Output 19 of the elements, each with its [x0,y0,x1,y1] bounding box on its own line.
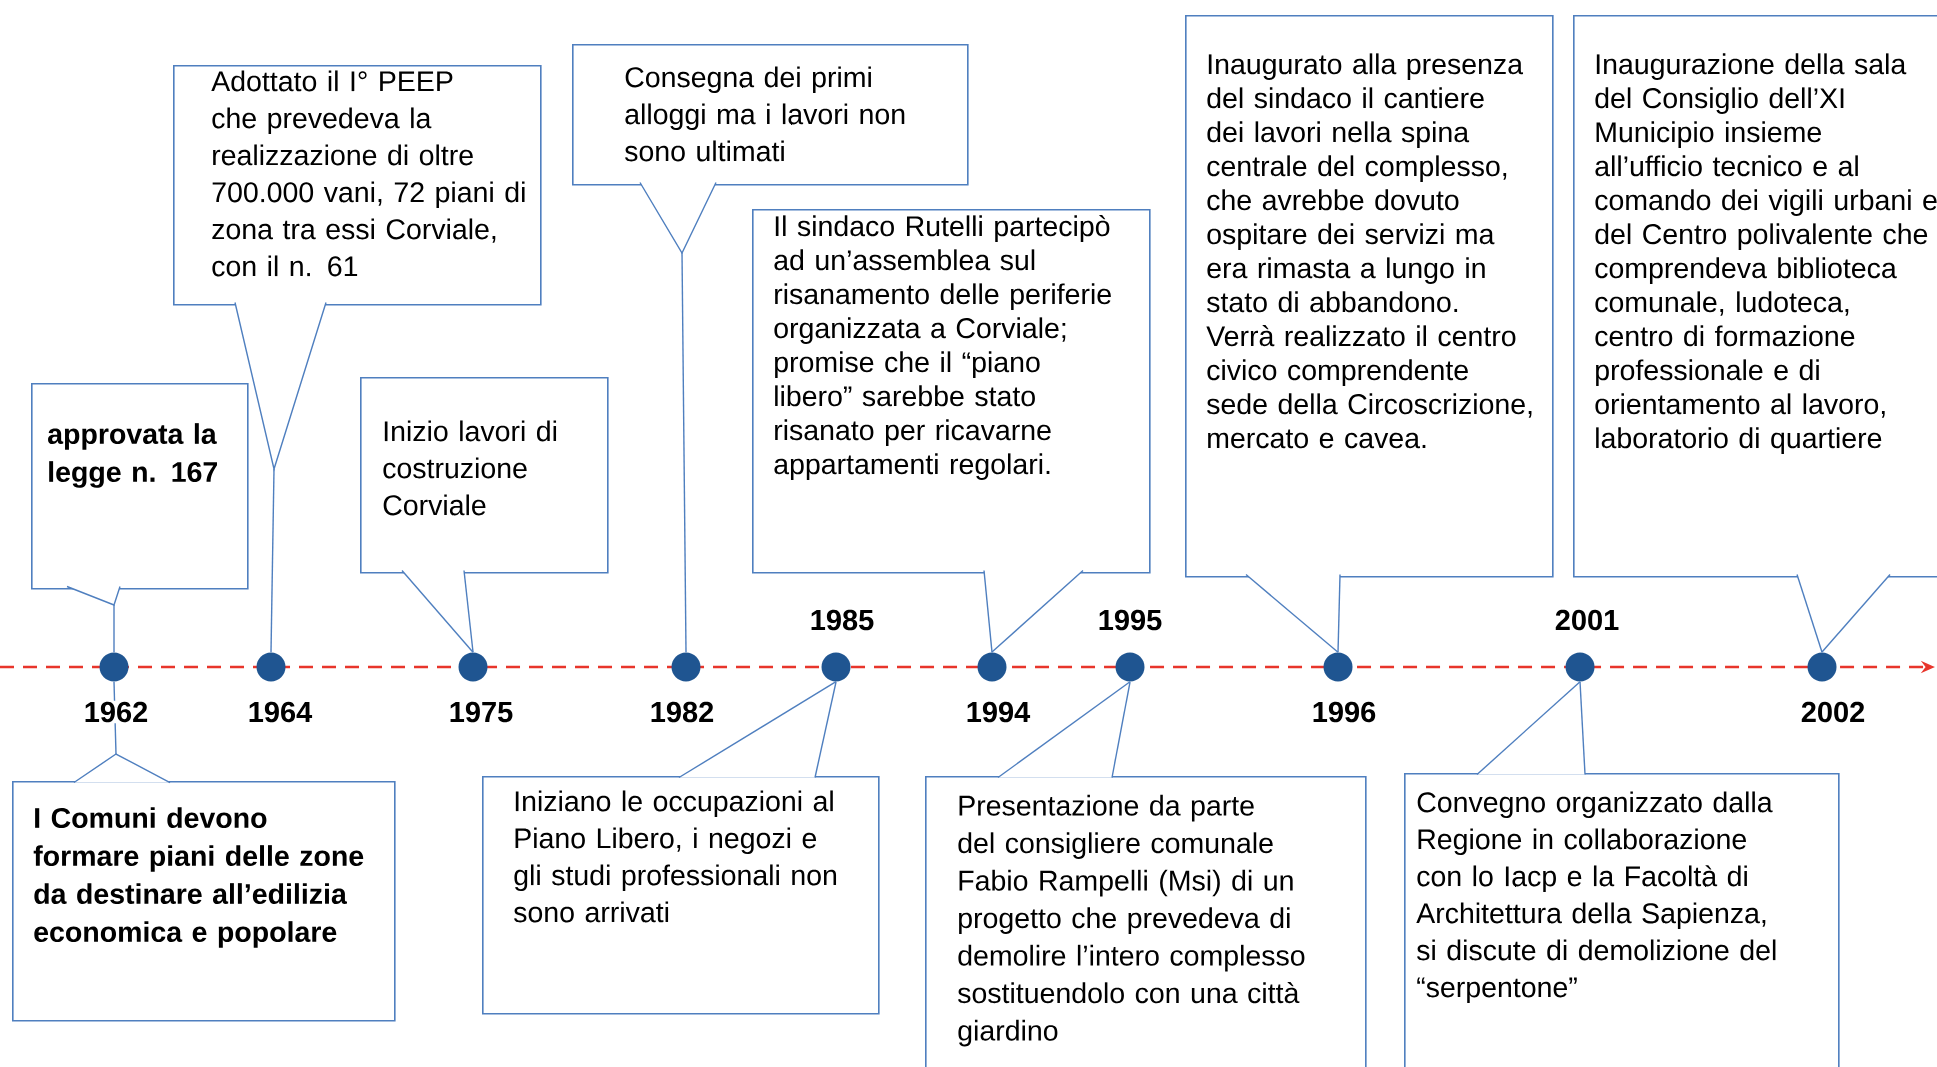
timeline-dot [977,652,1007,682]
timeline-dot [256,652,286,682]
timeline-dot [99,652,129,682]
timeline-dot [1807,652,1837,682]
callout-box: approvata la legge n. 167 [31,383,249,606]
timeline-dot [671,652,701,682]
timeline-dot [1565,652,1595,682]
year-label: 1982 [648,700,716,724]
year-label: 1964 [246,700,314,724]
year-label: 1962 [82,700,150,724]
timeline-dot [1115,652,1145,682]
year-label: 1994 [964,700,1032,724]
callout-box: I Comuni devono formare piani delle zone da destinare all’edilizia economica e popolare [12,753,396,1022]
year-label: 1985 [808,608,876,632]
callout-box: Inizio lavori di costruzione Corviale [360,377,609,653]
timeline-dot [1323,652,1353,682]
timeline-dot [821,652,851,682]
timeline-dot [458,652,488,682]
callout-box: Inaugurato alla presenza del sindaco il cantiere dei lavori nella spina centrale del complesso, che avrebbe dovuto ospitare dei servizi ma era rimasta a lungo in stato di abbandono. Verrà realizzato il centro civico comprendente sede della Circoscrizione, mercato e cavea. [1185,15,1554,653]
